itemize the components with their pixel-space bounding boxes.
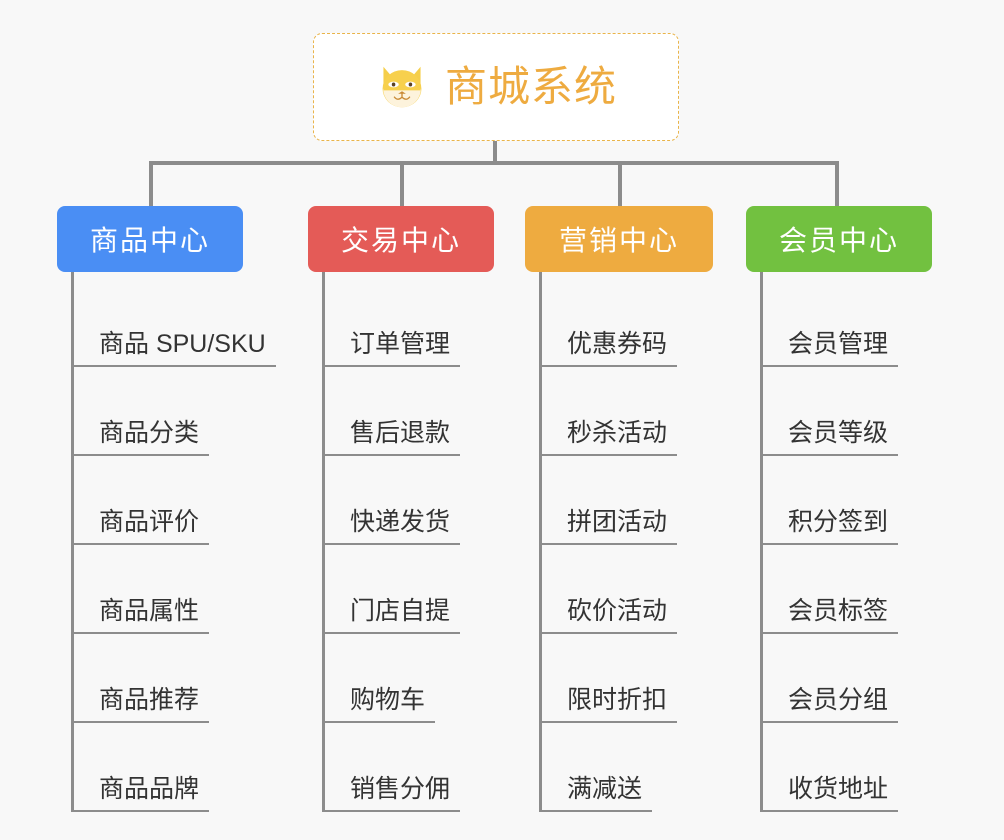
root-title: 商城系统 — [444, 63, 617, 110]
leaf-list-trade-center: 订单管理 售后退款 快递发货 门店自提 购物车 销售分佣 — [308, 272, 538, 812]
connector-drop-3 — [618, 161, 622, 206]
category-title: 交易中心 — [340, 225, 461, 256]
leaf-label: 会员等级 — [760, 419, 899, 456]
leaf-item[interactable]: 订单管理 — [322, 278, 538, 367]
leaf-item[interactable]: 收货地址 — [760, 723, 976, 812]
connector-drop-2 — [400, 161, 404, 206]
leaf-item[interactable]: 销售分佣 — [322, 723, 538, 812]
leaf-item[interactable]: 商品品牌 — [71, 723, 287, 812]
leaf-label: 限时折扣 — [539, 686, 678, 723]
category-header-member-center[interactable]: 会员中心 — [746, 206, 932, 272]
leaf-list-member-center: 会员管理 会员等级 积分签到 会员标签 会员分组 收货地址 — [746, 272, 976, 812]
root-node-content: 商城系统 — [375, 60, 617, 114]
leaf-item[interactable]: 砍价活动 — [539, 545, 755, 634]
category-title: 会员中心 — [778, 225, 899, 256]
leaf-item[interactable]: 满减送 — [539, 723, 755, 812]
leaf-item[interactable]: 售后退款 — [322, 367, 538, 456]
category-title: 营销中心 — [558, 225, 679, 256]
leaf-label: 快递发货 — [322, 508, 461, 545]
leaf-label: 商品品牌 — [71, 775, 210, 812]
leaf-item[interactable]: 商品 SPU/SKU — [71, 278, 287, 367]
leaf-label: 秒杀活动 — [539, 419, 678, 456]
leaf-item[interactable]: 商品推荐 — [71, 634, 287, 723]
connector-bus — [149, 161, 839, 165]
leaf-label: 商品推荐 — [71, 686, 210, 723]
leaf-label: 积分签到 — [760, 508, 899, 545]
leaf-list-marketing-center: 优惠券码 秒杀活动 拼团活动 砍价活动 限时折扣 满减送 — [525, 272, 755, 812]
branch-trunk-line — [71, 272, 74, 812]
connector-drop-1 — [149, 161, 153, 206]
leaf-label: 商品评价 — [71, 508, 210, 545]
shiba-dog-face-icon — [375, 60, 429, 114]
leaf-label: 商品属性 — [71, 597, 210, 634]
leaf-item[interactable]: 积分签到 — [760, 456, 976, 545]
category-title: 商品中心 — [89, 225, 210, 256]
leaf-label: 会员分组 — [760, 686, 899, 723]
leaf-label: 拼团活动 — [539, 508, 678, 545]
leaf-item[interactable]: 商品属性 — [71, 545, 287, 634]
category-header-trade-center[interactable]: 交易中心 — [308, 206, 494, 272]
branch-product-center: 商品中心 商品 SPU/SKU 商品分类 商品评价 商品属性 商品推荐 商品品牌 — [57, 206, 287, 812]
branch-member-center: 会员中心 会员管理 会员等级 积分签到 会员标签 会员分组 收货地址 — [746, 206, 976, 812]
leaf-label: 门店自提 — [322, 597, 461, 634]
root-node[interactable]: 商城系统 — [313, 33, 679, 141]
branch-trunk-line — [322, 272, 325, 812]
connector-stem — [493, 141, 497, 163]
leaf-label: 砍价活动 — [539, 597, 678, 634]
leaf-item[interactable]: 秒杀活动 — [539, 367, 755, 456]
branch-trunk-line — [539, 272, 542, 812]
leaf-item[interactable]: 会员标签 — [760, 545, 976, 634]
leaf-list-product-center: 商品 SPU/SKU 商品分类 商品评价 商品属性 商品推荐 商品品牌 — [57, 272, 287, 812]
leaf-item[interactable]: 商品评价 — [71, 456, 287, 545]
leaf-label: 商品分类 — [71, 419, 210, 456]
leaf-item[interactable]: 会员分组 — [760, 634, 976, 723]
branch-trade-center: 交易中心 订单管理 售后退款 快递发货 门店自提 购物车 销售分佣 — [308, 206, 538, 812]
category-header-product-center[interactable]: 商品中心 — [57, 206, 243, 272]
leaf-label: 优惠券码 — [539, 330, 678, 367]
leaf-item[interactable]: 限时折扣 — [539, 634, 755, 723]
leaf-label: 订单管理 — [322, 330, 461, 367]
leaf-label: 售后退款 — [322, 419, 461, 456]
branch-trunk-line — [760, 272, 763, 812]
category-header-marketing-center[interactable]: 营销中心 — [525, 206, 713, 272]
leaf-label: 会员标签 — [760, 597, 899, 634]
leaf-label: 商品 SPU/SKU — [71, 330, 276, 367]
leaf-item[interactable]: 会员等级 — [760, 367, 976, 456]
leaf-label: 销售分佣 — [322, 775, 461, 812]
leaf-item[interactable]: 商品分类 — [71, 367, 287, 456]
leaf-label: 满减送 — [539, 775, 653, 812]
leaf-item[interactable]: 门店自提 — [322, 545, 538, 634]
connector-drop-4 — [835, 161, 839, 206]
leaf-item[interactable]: 购物车 — [322, 634, 538, 723]
leaf-item[interactable]: 拼团活动 — [539, 456, 755, 545]
leaf-item[interactable]: 会员管理 — [760, 278, 976, 367]
leaf-item[interactable]: 快递发货 — [322, 456, 538, 545]
leaf-label: 收货地址 — [760, 775, 899, 812]
leaf-label: 购物车 — [322, 686, 436, 723]
branch-marketing-center: 营销中心 优惠券码 秒杀活动 拼团活动 砍价活动 限时折扣 满减送 — [525, 206, 755, 812]
leaf-item[interactable]: 优惠券码 — [539, 278, 755, 367]
leaf-label: 会员管理 — [760, 330, 899, 367]
